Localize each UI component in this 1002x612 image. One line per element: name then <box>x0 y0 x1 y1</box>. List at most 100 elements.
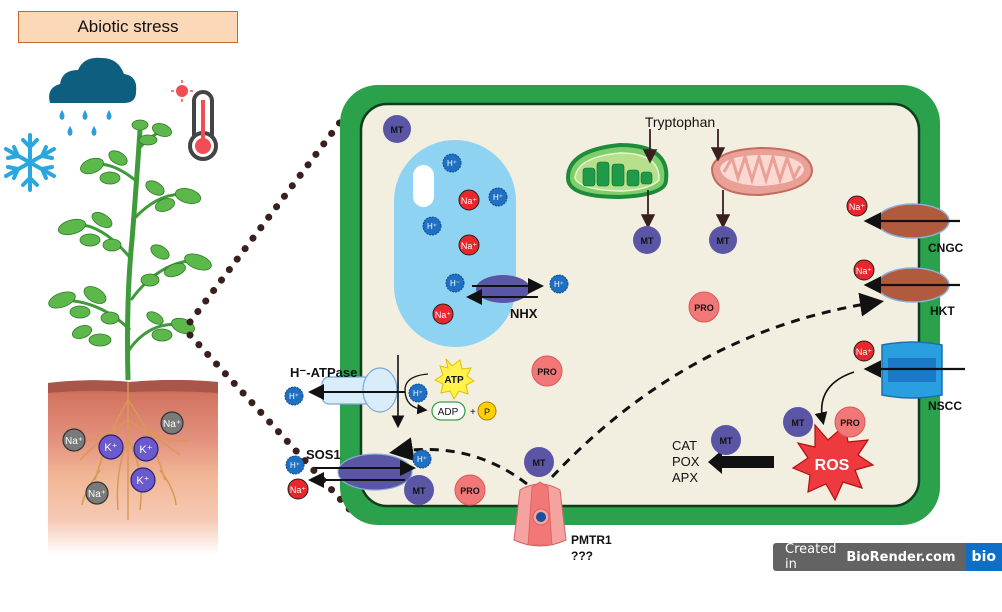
sodium-ion: Na⁺ <box>458 189 480 211</box>
svg-text:PRO: PRO <box>460 486 480 496</box>
h-atpase-label: H⁻-ATPase <box>290 365 357 380</box>
melatonin-molecule: MT <box>709 226 737 254</box>
adp-pill: ADP <box>431 401 466 421</box>
melatonin-molecule: MT <box>383 115 411 143</box>
svg-text:PRO: PRO <box>537 367 557 377</box>
svg-text:H⁺: H⁺ <box>554 280 564 289</box>
svg-text:MT: MT <box>792 418 805 428</box>
atp-burst: ATP <box>433 358 475 401</box>
sodium-ion: Na⁺ <box>853 340 875 362</box>
plus-sign: + <box>470 407 476 418</box>
sodium-ion: Na⁺ <box>846 195 868 217</box>
svg-text:MT: MT <box>533 458 546 468</box>
enzyme-apx: APX <box>672 470 698 485</box>
biorender-logo-icon: bio <box>965 543 1002 571</box>
h-atpase-pump <box>308 355 429 429</box>
hkt-transporter <box>863 267 960 303</box>
svg-text:Na⁺: Na⁺ <box>856 347 873 357</box>
proline-molecule: PRO <box>531 355 563 387</box>
svg-text:H⁺: H⁺ <box>417 455 427 464</box>
melatonin-molecule: MT <box>711 425 741 455</box>
svg-text:Na⁺: Na⁺ <box>88 489 106 500</box>
dashed-signal-arrows <box>389 292 884 486</box>
proton: H⁺ <box>284 386 304 406</box>
nscc-label: NSCC <box>928 399 962 413</box>
svg-text:Na⁺: Na⁺ <box>856 266 873 276</box>
svg-text:MT: MT <box>717 236 730 246</box>
na-to-ros-arrow <box>814 371 855 426</box>
ros-burst: ROS <box>791 423 875 502</box>
soil-ion-na-1: Na⁺ <box>62 428 86 452</box>
svg-text:MT: MT <box>720 436 733 446</box>
svg-text:PRO: PRO <box>694 303 714 313</box>
svg-text:ATP: ATP <box>444 375 464 386</box>
melatonin-molecule: MT <box>524 447 554 477</box>
svg-text:MT: MT <box>391 125 404 135</box>
proline-molecule: PRO <box>834 406 866 438</box>
proton: H⁺ <box>285 455 305 475</box>
svg-text:H⁺: H⁺ <box>413 389 423 398</box>
svg-text:K⁺: K⁺ <box>136 475 149 487</box>
proton: H⁺ <box>549 274 569 294</box>
tomato-plant-illustration <box>48 119 212 381</box>
abiotic-stress-title: Abiotic stress <box>18 11 238 43</box>
svg-text:H⁺: H⁺ <box>290 461 300 470</box>
enzyme-pox: POX <box>672 454 700 469</box>
nscc-channel <box>863 341 965 399</box>
melatonin-molecule: MT <box>783 407 813 437</box>
svg-text:Na⁺: Na⁺ <box>65 436 83 447</box>
pmtr1-label: PMTR1 <box>571 533 612 547</box>
sodium-ion: Na⁺ <box>287 478 309 500</box>
svg-text:ADP: ADP <box>438 407 459 418</box>
svg-text:H⁺: H⁺ <box>447 159 457 168</box>
watermark-prefix: Created in <box>785 542 837 572</box>
svg-text:MT: MT <box>413 486 426 496</box>
svg-text:K⁺: K⁺ <box>139 444 152 456</box>
phosphate-circle: P <box>477 401 497 421</box>
heat-thermometer-icon <box>171 80 218 161</box>
svg-text:H⁺: H⁺ <box>289 392 299 401</box>
biorender-watermark[interactable]: Created in BioRender.com bio <box>773 542 1002 572</box>
svg-text:PRO: PRO <box>840 418 860 428</box>
svg-text:Na⁺: Na⁺ <box>849 202 866 212</box>
proline-molecule: PRO <box>454 474 486 506</box>
melatonin-molecule: MT <box>404 475 434 505</box>
soil-section <box>48 380 218 555</box>
cngc-transporter <box>863 203 960 239</box>
pmtr1-status: ??? <box>571 549 593 563</box>
soil-ion-k-1: K⁺ <box>98 434 124 460</box>
sodium-ion: Na⁺ <box>458 234 480 256</box>
tryptophan-arrows <box>640 129 731 229</box>
tryptophan-label: Tryptophan <box>645 114 715 130</box>
pmtr1-receptor <box>513 481 567 547</box>
soil-ion-na-2: Na⁺ <box>160 411 184 435</box>
proton: H⁺ <box>488 187 508 207</box>
ros-to-enzymes-arrow <box>708 450 774 474</box>
cngc-label: CNGC <box>928 241 964 255</box>
nhx-antiporter <box>466 275 544 305</box>
sodium-ion: Na⁺ <box>432 303 454 325</box>
melatonin-molecule: MT <box>633 226 661 254</box>
proton: H⁺ <box>422 216 442 236</box>
svg-text:Na⁺: Na⁺ <box>290 485 307 495</box>
sos1-antiporter <box>308 453 416 491</box>
svg-text:H⁻: H⁻ <box>450 279 460 288</box>
rain-cloud-icon <box>49 57 137 136</box>
svg-text:K⁺: K⁺ <box>104 442 117 454</box>
proton: H⁺ <box>408 383 428 403</box>
hkt-label: HKT <box>930 304 955 318</box>
svg-text:H⁺: H⁺ <box>493 193 503 202</box>
nhx-label: NHX <box>510 306 538 321</box>
svg-text:Na⁺: Na⁺ <box>163 419 181 430</box>
svg-text:H⁺: H⁺ <box>427 222 437 231</box>
proton: H⁺ <box>442 153 462 173</box>
zoom-dotted-lines <box>186 89 366 516</box>
svg-text:ROS: ROS <box>815 457 850 474</box>
soil-ion-na-3: Na⁺ <box>85 481 109 505</box>
proline-molecule: PRO <box>688 291 720 323</box>
svg-text:P: P <box>484 407 490 417</box>
title-text: Abiotic stress <box>77 17 179 36</box>
proton: H⁺ <box>412 449 432 469</box>
watermark-brand: BioRender.com <box>846 549 956 565</box>
watermark-text: Created in BioRender.com <box>773 542 966 572</box>
